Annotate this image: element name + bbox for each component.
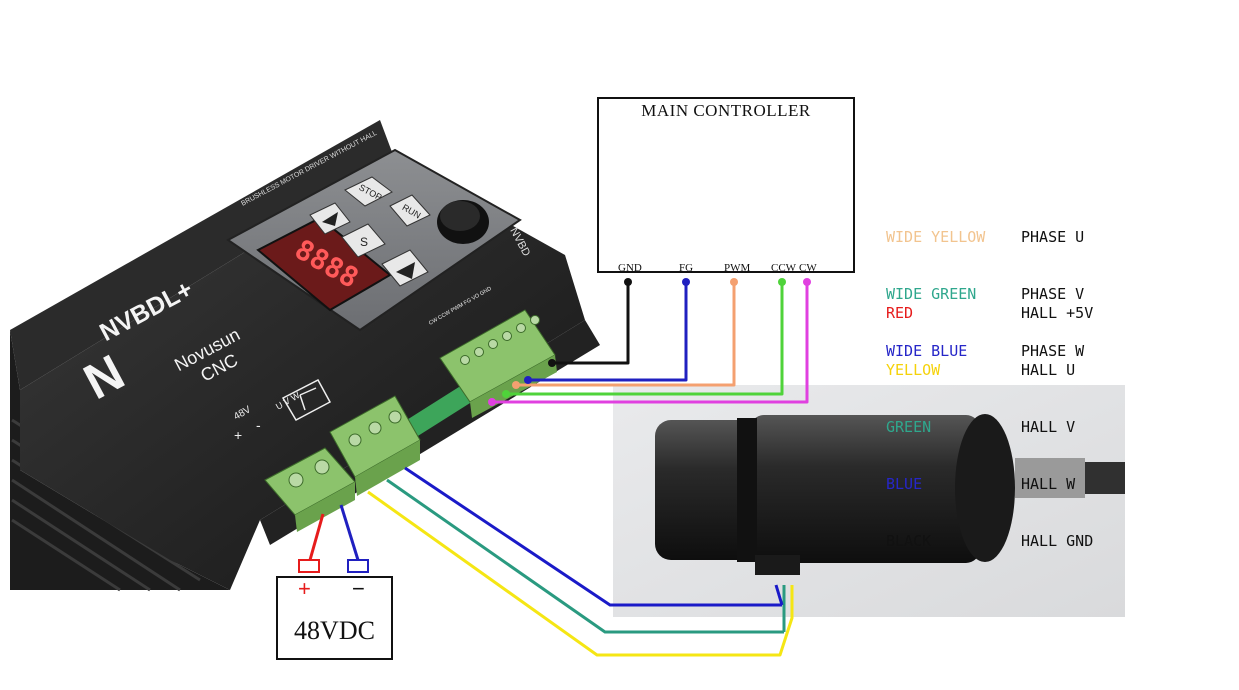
legend-signal: PHASE W	[1021, 342, 1085, 360]
run-key: RUN	[389, 194, 431, 227]
legend-signal: HALL W	[1021, 475, 1076, 493]
wire-phase-v	[386, 478, 784, 634]
legend-hall-signals: HALL +5V HALL U HALL V HALL W HALL GND	[1021, 266, 1093, 589]
wire-battery-minus	[339, 504, 360, 561]
legend-signal: PHASE U	[1021, 228, 1085, 246]
legend-wire-name: BLACK	[886, 532, 932, 550]
legend-phase-wires: WIDE YELLOW WIDE GREEN WIDE BLUE	[886, 190, 985, 399]
legend-signal: HALL +5V	[1021, 304, 1094, 322]
motor-front-face	[955, 414, 1015, 562]
wire-fg	[528, 282, 688, 382]
motor-cap-gap	[737, 418, 757, 562]
main-controller: MAIN CONTROLLER GND FG PWM CCW CW	[597, 97, 855, 274]
wire-phase-w-riser	[774, 584, 784, 606]
legend-signal: PHASE V	[1021, 285, 1085, 303]
pwm-pin-dot	[730, 278, 738, 286]
down-key	[381, 249, 429, 287]
motor-driver: 8888 STOP RUN S BRUSHLESS MOTOR DRIVER W…	[10, 120, 600, 592]
battery-minus-tab	[347, 559, 369, 573]
pin-pwm-label: PWM	[724, 262, 751, 274]
legend-row: WIDE BLUE	[886, 342, 985, 361]
legend-row: RED	[886, 304, 940, 323]
cw-terminal-dot	[488, 398, 496, 406]
fg-terminal-dot	[524, 376, 532, 384]
stop-key: STOP	[344, 176, 393, 207]
legend-wire-name: WIDE YELLOW	[886, 228, 986, 246]
motor-shaft-collet	[1015, 458, 1085, 498]
s-key: S	[341, 223, 386, 258]
legend-row: GREEN	[886, 418, 940, 437]
wire-phase-u	[367, 490, 794, 657]
s-key-label: S	[360, 235, 368, 249]
legend-row: BLUE	[886, 475, 940, 494]
wire-cw	[492, 282, 809, 404]
battery-minus-sign: −	[352, 576, 365, 601]
legend-row: YELLOW	[886, 361, 940, 380]
wire-gnd	[552, 282, 630, 365]
motor-terminal-block	[329, 395, 421, 496]
battery-label: 48VDC	[294, 616, 375, 645]
up-key	[309, 202, 351, 235]
legend-phase-signals: PHASE U PHASE V PHASE W	[1021, 190, 1084, 399]
driver-heatsink-side	[10, 330, 230, 590]
terminal-minus-mark: -	[256, 417, 261, 433]
pwm-terminal-dot	[512, 381, 520, 389]
battery-48vdc: + − 48VDC	[276, 576, 393, 660]
ccw-terminal-dot	[502, 390, 510, 398]
wire-phase-w	[404, 466, 782, 607]
legend-hall-wires: RED YELLOW GREEN BLUE BLACK	[886, 266, 940, 589]
legend-wire-name: WIDE BLUE	[886, 342, 968, 360]
wire-endpoints	[488, 278, 811, 406]
legend-signal: HALL GND	[1021, 532, 1094, 550]
wires	[308, 282, 809, 657]
pin-fg-label: FG	[679, 262, 694, 274]
main-controller-title: MAIN CONTROLLER	[641, 101, 811, 120]
speed-knob-top	[440, 201, 480, 231]
motor-symbol	[281, 378, 332, 421]
cw-pin-dot	[803, 278, 811, 286]
pin-cw-label: CW	[799, 262, 817, 274]
legend-wire-name: YELLOW	[886, 361, 941, 379]
ccw-pin-dot	[778, 278, 786, 286]
legend-signal: HALL V	[1021, 418, 1076, 436]
legend-row: BLACK	[886, 532, 940, 551]
driver-top-edge	[10, 120, 395, 390]
fg-pin-dot	[682, 278, 690, 286]
gnd-terminal-dot	[548, 359, 556, 367]
legend-wire-name: GREEN	[886, 418, 932, 436]
power-terminal-block	[264, 447, 356, 532]
motor-body	[750, 415, 980, 563]
pin-ccw-label: CCW	[771, 262, 797, 274]
gnd-pin-dot	[624, 278, 632, 286]
legend-wire-name: WIDE GREEN	[886, 285, 977, 303]
wire-battery-plus	[308, 513, 325, 561]
legend-row: WIDE GREEN	[886, 285, 985, 304]
wire-pwm	[516, 282, 736, 387]
battery-plus-sign: +	[298, 576, 311, 601]
bldc-motor	[655, 414, 1125, 575]
wire-ccw	[506, 282, 784, 396]
led-display	[256, 216, 392, 312]
terminal-plus-mark: +	[234, 427, 242, 443]
legend-row: WIDE YELLOW	[886, 228, 985, 247]
legend-wire-name: RED	[886, 304, 914, 322]
battery-plus-tab	[298, 559, 320, 573]
legend-wire-name: BLUE	[886, 475, 923, 493]
legend-signal: HALL U	[1021, 361, 1076, 379]
motor-shaft	[1085, 462, 1125, 494]
motor-wire-grommet	[755, 555, 800, 575]
pin-gnd-label: GND	[618, 262, 642, 274]
motor-rear-cap	[655, 420, 755, 560]
